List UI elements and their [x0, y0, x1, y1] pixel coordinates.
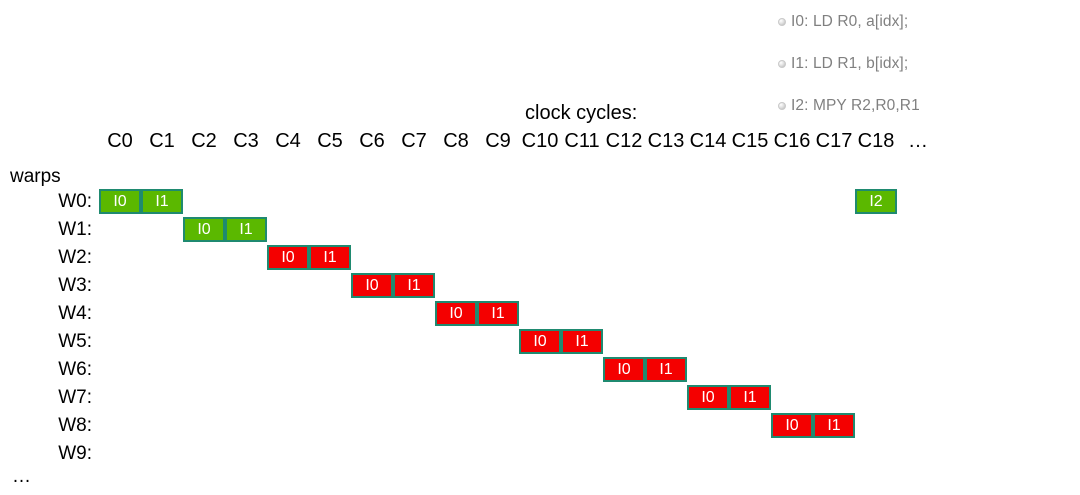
warp-label: W0: — [58, 191, 92, 212]
instruction-cell[interactable]: I1 — [225, 217, 267, 242]
cycle-label: C12 — [605, 130, 643, 152]
instruction-text: I2: MPY R2,R0,R1 — [791, 97, 920, 114]
instruction-cell[interactable]: I2 — [855, 189, 897, 214]
cycle-label: C13 — [647, 130, 685, 152]
cycle-label: … — [908, 130, 928, 152]
sphere-bullet-icon — [778, 102, 786, 110]
cycle-label: C9 — [485, 130, 511, 152]
warp-label: W9: — [58, 443, 92, 464]
cycle-label: C4 — [275, 130, 301, 152]
warp-label: W2: — [58, 247, 92, 268]
instruction-item: I2: MPY R2,R0,R1 — [778, 92, 1078, 120]
sphere-bullet-icon — [778, 60, 786, 68]
instruction-cell[interactable]: I1 — [393, 273, 435, 298]
instruction-cell[interactable]: I0 — [603, 357, 645, 382]
instruction-cell[interactable]: I0 — [435, 301, 477, 326]
cycle-label: C8 — [443, 130, 469, 152]
cycle-label: C10 — [521, 130, 559, 152]
instruction-cell[interactable]: I1 — [561, 329, 603, 354]
cycle-label: C18 — [857, 130, 895, 152]
instruction-cell[interactable]: I1 — [477, 301, 519, 326]
warp-label: W3: — [58, 275, 92, 296]
instruction-cell[interactable]: I0 — [183, 217, 225, 242]
instruction-cell[interactable]: I1 — [729, 385, 771, 410]
instruction-item: I0: LD R0, a[idx]; — [778, 8, 1078, 36]
warps-overflow-ellipsis: … — [12, 466, 32, 487]
cycle-label: C15 — [731, 130, 769, 152]
warp-label: W7: — [58, 387, 92, 408]
instruction-cell[interactable]: I1 — [645, 357, 687, 382]
cycle-label: C7 — [401, 130, 427, 152]
instruction-legend: I0: LD R0, a[idx]; I1: LD R1, b[idx]; I2: … — [778, 8, 1078, 134]
cycle-label: C0 — [107, 130, 133, 152]
instruction-item: I1: LD R1, b[idx]; — [778, 50, 1078, 78]
instruction-cell[interactable]: I0 — [351, 273, 393, 298]
cycle-label: C11 — [564, 130, 600, 152]
warps-caption: warps — [10, 166, 61, 187]
instruction-cell[interactable]: I0 — [687, 385, 729, 410]
cycle-label: C16 — [773, 130, 811, 152]
cycle-label: C3 — [233, 130, 259, 152]
cycle-label: C5 — [317, 130, 343, 152]
instruction-cell[interactable]: I0 — [267, 245, 309, 270]
warp-label: W4: — [58, 303, 92, 324]
instruction-cell[interactable]: I1 — [813, 413, 855, 438]
instruction-text: I0: LD R0, a[idx]; — [791, 13, 909, 30]
instruction-cell[interactable]: I1 — [141, 189, 183, 214]
instruction-text: I1: LD R1, b[idx]; — [791, 55, 909, 72]
cycle-label: C6 — [359, 130, 385, 152]
clock-cycles-caption: clock cycles: — [525, 102, 638, 124]
warp-label: W1: — [58, 219, 92, 240]
warp-label: W6: — [58, 359, 92, 380]
sphere-bullet-icon — [778, 18, 786, 26]
instruction-cell[interactable]: I0 — [771, 413, 813, 438]
warp-label: W8: — [58, 415, 92, 436]
cycle-label: C1 — [149, 130, 175, 152]
cycle-label: C2 — [191, 130, 217, 152]
instruction-cell[interactable]: I0 — [99, 189, 141, 214]
instruction-cell[interactable]: I0 — [519, 329, 561, 354]
cycle-label: C17 — [815, 130, 853, 152]
warp-label: W5: — [58, 331, 92, 352]
cycle-label: C14 — [689, 130, 727, 152]
instruction-cell[interactable]: I1 — [309, 245, 351, 270]
